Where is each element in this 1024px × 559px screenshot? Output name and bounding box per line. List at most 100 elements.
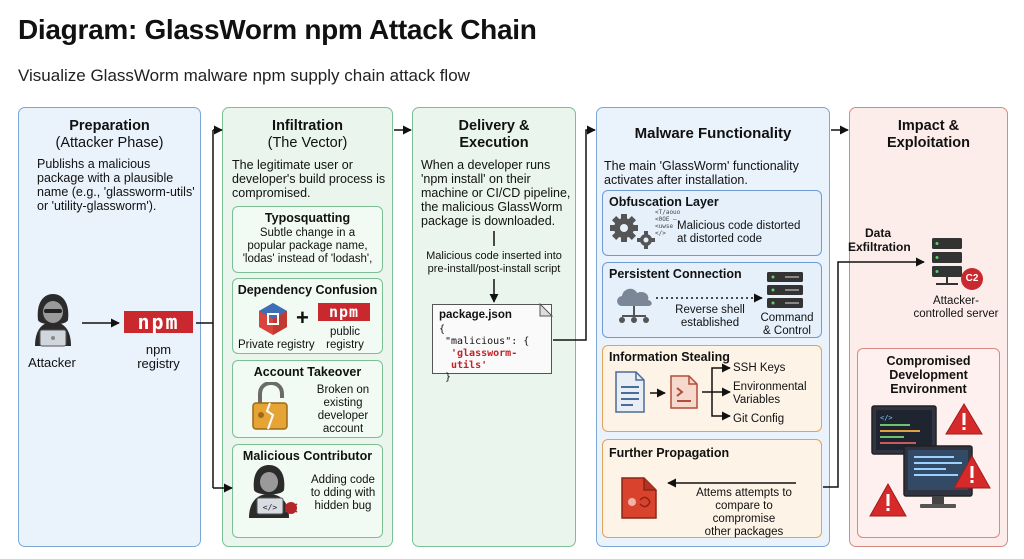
delivery-title: Execution [459, 135, 529, 151]
command-control-server-icon [767, 272, 803, 308]
compromised-computers-illustration: </> [869, 403, 991, 517]
preparation-text-line: Publishs a malicious [37, 157, 151, 171]
steal-git-arrow [711, 392, 731, 421]
impact-title: Exploitation [887, 135, 970, 151]
attacker-label: Attacker [28, 355, 76, 370]
stolen-item-ssh-keys: SSH Keys [733, 362, 786, 374]
attacker-server-icon [932, 238, 962, 285]
account-takeover-text-line: existing [323, 397, 363, 409]
typosquatting-text-line: 'lodas' instead of 'lodash', [242, 253, 373, 265]
impact-title: Impact & [897, 118, 960, 134]
typosquatting-title: Typosquatting [264, 211, 351, 225]
preparation-text-line: name (e.g., 'glassworm-utils' [37, 185, 195, 199]
obfuscation-title: Obfuscation Layer [609, 195, 719, 209]
obfuscation-text-line: Malicious code distorted [677, 220, 801, 232]
infiltration-text-line: developer's build process is [232, 172, 386, 186]
infiltration-subtitle: (The Vector) [267, 135, 348, 151]
account-takeover-text-line: Broken on [316, 384, 370, 396]
warning-icon [945, 403, 983, 435]
compromised-title: Compromised [886, 354, 971, 368]
typosquatting-text-line: popular package name, [247, 240, 368, 252]
malware-title: Malware Functionality [634, 125, 792, 142]
propagation-text-line: other packages [704, 526, 784, 538]
infiltration-text-line: compromised. [232, 186, 311, 200]
infiltration-text-line: The legitimate user or [232, 158, 353, 172]
steal-ssh-arrow [702, 363, 731, 393]
private-registry-icon [259, 303, 287, 335]
delivery-text-line: package is downloaded. [421, 214, 556, 228]
attacker-hacker-icon [35, 294, 71, 347]
obfuscated-code-glyph: <0OE — [655, 216, 677, 223]
propagation-text-line: Attems attempts to [696, 487, 792, 499]
infiltration-title: Infiltration [272, 118, 343, 134]
c2-badge: C2 [961, 268, 983, 290]
malicious-contributor-title: Malicious Contributor [242, 449, 373, 463]
npm-logo: npm [124, 311, 193, 333]
preparation-title: Preparation [69, 118, 150, 134]
account-takeover-box: Account Takeover [232, 360, 383, 438]
data-exfiltration-arrow [823, 257, 925, 488]
propagation-text-line: compare to compromise [712, 500, 776, 525]
obfuscated-code-glyph: <T/aouo [655, 209, 681, 216]
compromised-title: Environment [890, 382, 967, 396]
obfuscation-layer-box: Obfuscation Layer [602, 190, 822, 256]
persistent-text-line: Reverse shell [675, 304, 745, 316]
code-line: } [445, 372, 452, 383]
stolen-item-env: Variables [733, 394, 781, 406]
warning-icon [869, 482, 907, 517]
code-line: "malicious": { [445, 336, 530, 347]
code-line-malicious: 'glassworm-utils' [451, 348, 518, 371]
code-line: { [439, 324, 446, 335]
typosquatting-text-line: Subtle change in a [259, 227, 356, 239]
data-exfiltration-label: Data [864, 226, 891, 240]
information-stealing-title: Information Stealing [609, 350, 730, 364]
stolen-item-git-config: Git Config [733, 413, 785, 425]
attacker-server-label: controlled server [913, 308, 999, 320]
document-icon [615, 371, 645, 413]
obfuscation-text-line: at distorted code [677, 233, 763, 245]
delivery-inserted-line: pre-install/post-install script [427, 263, 561, 275]
delivery-to-malware-arrow [553, 125, 596, 341]
delivery-text-line: When a developer runs [421, 158, 551, 172]
preparation-text-line: or 'utility-glassworm'). [37, 199, 157, 213]
contributor-text-line: hidden bug [314, 500, 372, 512]
npm-registry-label: npm [145, 342, 172, 357]
preparation-text-line: package with a plausible [37, 171, 174, 185]
delivery-text-line: the malicious GlassWorm [421, 200, 563, 214]
warning-icon [953, 454, 991, 489]
public-registry-label: public [329, 326, 361, 338]
further-propagation-title: Further Propagation [609, 446, 730, 460]
contributor-text-line: Adding code [311, 474, 375, 486]
malware-text-line: The main 'GlassWorm' functionality [604, 159, 799, 173]
private-registry-label: Private registry [238, 339, 315, 351]
infected-package-icon [621, 477, 657, 519]
page-title: Diagram: GlassWorm npm Attack Chain [18, 14, 537, 45]
delivery-text-line: machine or CI/CD pipeline, [421, 186, 571, 200]
typosquatting-box: Typosquatting Subtle change in a popular… [232, 206, 383, 273]
dependency-confusion-title: Dependency Confusion [237, 283, 378, 297]
preparation-subtitle: (Attacker Phase) [55, 135, 164, 151]
obfuscated-code-glyph: <uwse [655, 223, 674, 230]
delivery-text-line: 'npm install' on their [421, 172, 531, 186]
gears-icon [610, 214, 655, 249]
package-json-snippet: package.json { "malicious": { 'glassworm… [432, 304, 552, 383]
delivery-title: Delivery & [458, 118, 530, 134]
page-subtitle: Visualize GlassWorm malware npm supply c… [18, 66, 470, 85]
account-takeover-text-line: developer [317, 410, 369, 422]
contributor-hacker-icon: </> [249, 465, 298, 518]
malware-text-line: activates after installation. [604, 173, 748, 187]
public-registry-label: registry [326, 339, 364, 351]
obfuscated-code-glyph: </> [655, 230, 666, 237]
cloud-network-icon [617, 288, 652, 323]
command-control-label: & Control [763, 325, 811, 337]
svg-text:</>: </> [263, 503, 278, 512]
public-npm-logo: npm [318, 303, 370, 321]
compromised-title: Development [889, 368, 968, 382]
stolen-file-icon [670, 375, 698, 409]
account-takeover-text-line: account [322, 423, 364, 435]
plus-sign: + [296, 305, 309, 330]
account-takeover-title: Account Takeover [253, 365, 362, 379]
command-control-label: Command [760, 312, 814, 324]
data-exfiltration-label: Exfiltration [848, 240, 911, 254]
